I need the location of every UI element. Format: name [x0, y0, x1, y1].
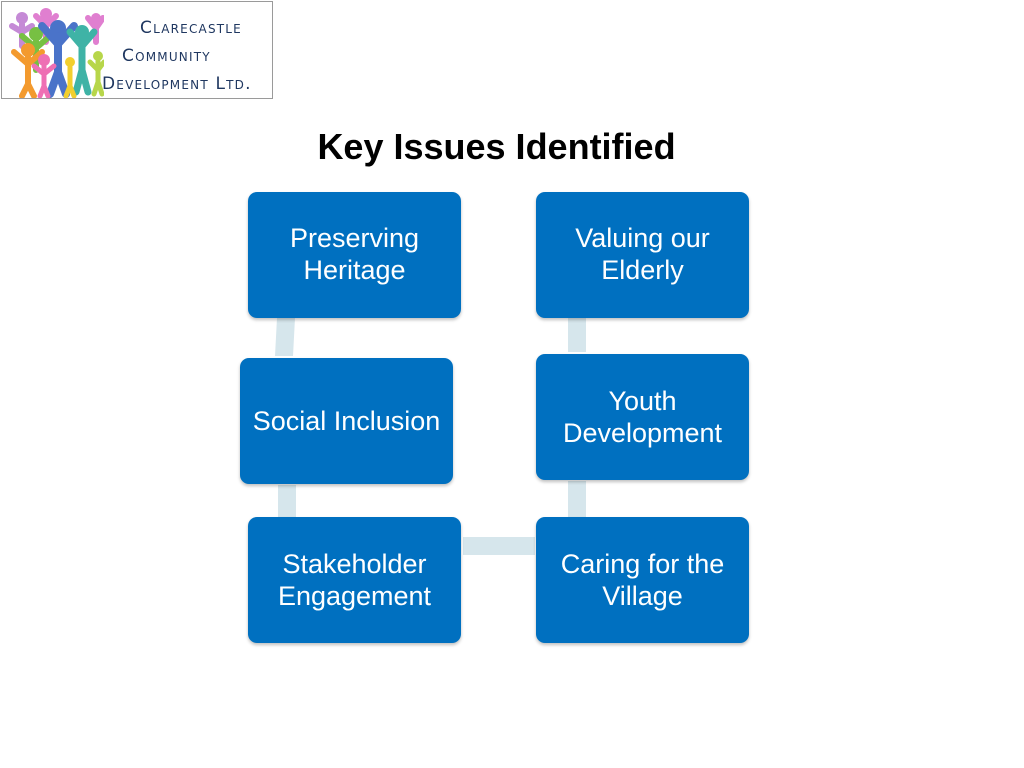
logo-line-2: Community — [122, 46, 211, 66]
connector-youth-village — [568, 481, 586, 517]
box-caring-village: Caring for the Village — [536, 517, 749, 643]
logo-wordmark: Clarecastle Community Development Ltd. — [102, 14, 252, 98]
people-figures-icon — [9, 8, 104, 98]
connector-elderly-youth — [568, 318, 586, 352]
box-stakeholder-engagement: Stakeholder Engagement — [248, 517, 461, 643]
box-youth-development: Youth Development — [536, 354, 749, 480]
box-preserving-heritage: Preserving Heritage — [248, 192, 461, 318]
logo-line-3: Development Ltd. — [102, 74, 252, 94]
slide-title: Key Issues Identified — [317, 126, 676, 167]
organisation-logo: Clarecastle Community Development Ltd. — [1, 1, 273, 99]
connector-engagement-village — [463, 537, 535, 555]
logo-line-1: Clarecastle — [140, 18, 242, 38]
box-valuing-elderly: Valuing our Elderly — [536, 192, 749, 318]
connector-heritage-inclusion — [275, 318, 295, 356]
box-social-inclusion: Social Inclusion — [240, 358, 453, 484]
connector-inclusion-engagement — [278, 485, 296, 517]
